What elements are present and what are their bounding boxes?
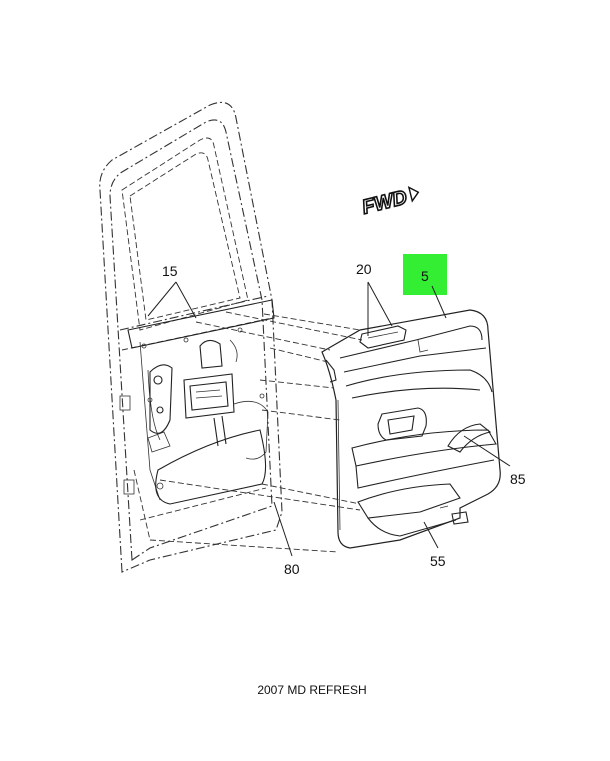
- door-inner-mechanism: [127, 299, 275, 505]
- callout-80[interactable]: 80: [284, 561, 300, 577]
- leader-85: [463, 435, 511, 467]
- leader-55: [423, 521, 439, 549]
- callout-55[interactable]: 55: [430, 553, 446, 569]
- leader-5: [431, 285, 447, 319]
- leader-20: [367, 281, 393, 336]
- callout-15[interactable]: 15: [162, 263, 178, 279]
- leader-15: [147, 281, 197, 319]
- fwd-label: FWD: [360, 186, 410, 218]
- assembly-lines: [149, 311, 363, 553]
- callout-20[interactable]: 20: [356, 261, 372, 277]
- callout-5[interactable]: 5: [421, 268, 429, 284]
- callout-85[interactable]: 85: [510, 471, 526, 487]
- leader-80: [273, 501, 293, 557]
- door-trim-panel: [321, 309, 501, 549]
- diagram-caption: 2007 MD REFRESH: [257, 683, 366, 697]
- fwd-arrow: FWD: [359, 186, 420, 220]
- callout-5-highlight[interactable]: [403, 254, 447, 295]
- door-frame: [99, 101, 283, 573]
